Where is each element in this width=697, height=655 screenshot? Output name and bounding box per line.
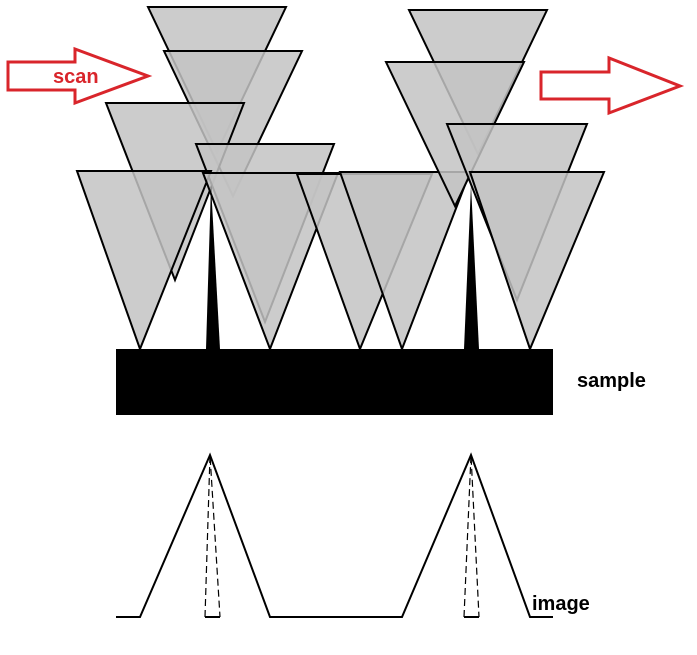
sample-block [116, 349, 553, 415]
scan-arrow-left [6, 46, 153, 106]
tip-positions [75, 6, 606, 352]
sample-spike-right [464, 185, 479, 349]
sample-spike-left [206, 185, 220, 349]
tip-position [75, 170, 213, 352]
tip-position [338, 171, 472, 352]
true-spike-left-dashed [204, 454, 221, 618]
true-spike-right-dashed [463, 454, 480, 618]
true-feature-outline [204, 454, 480, 618]
tip-position [201, 172, 340, 352]
scan-label: scan [53, 66, 99, 88]
scan-arrow-right [539, 55, 685, 116]
image-profile [116, 452, 553, 618]
tip-position [468, 171, 606, 352]
image-label: image [532, 593, 590, 615]
sample-label: sample [577, 370, 646, 392]
